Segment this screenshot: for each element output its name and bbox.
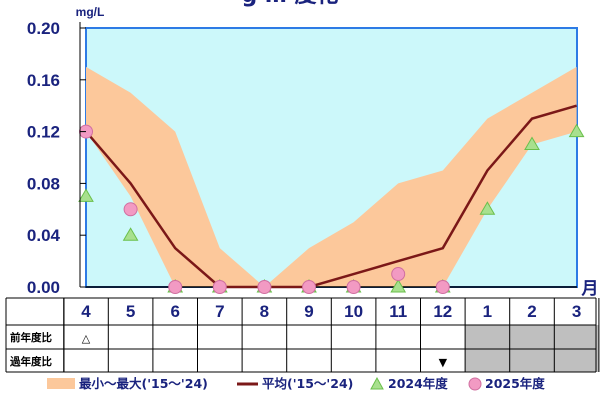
point-2024 xyxy=(122,227,139,241)
legend-2025-swatch xyxy=(468,377,482,391)
average-line xyxy=(85,104,577,289)
comparison-mark: ▼ xyxy=(439,356,448,369)
disabled-cell xyxy=(554,349,599,372)
x-tick-label: 3 xyxy=(572,302,581,321)
legend-band-swatch xyxy=(47,378,75,389)
disabled-cell xyxy=(465,349,510,372)
point-2024 xyxy=(524,136,540,151)
x-tick-label: 9 xyxy=(304,302,313,321)
comparison-row-label: 前年度比 xyxy=(10,331,52,344)
y-axis: 0.00 0.04 0.08 0.12 0.16 0.20 xyxy=(27,19,86,297)
legend-average-label: 平均('15～'24) xyxy=(262,376,353,391)
legend-band-label: 最小～最大('15～'24) xyxy=(79,376,208,391)
point-2025 xyxy=(168,280,183,294)
y-tick-label: 0.16 xyxy=(27,71,60,90)
range-band xyxy=(86,66,577,287)
legend-2024-swatch xyxy=(370,376,384,390)
x-axis-label: 月 xyxy=(581,279,599,298)
x-tick-label: 5 xyxy=(126,302,135,321)
x-tick-label: 7 xyxy=(215,302,224,321)
legend: 最小～最大('15～'24) 平均('15～'24) 2024年度 2025年度 xyxy=(47,376,545,391)
point-2025 xyxy=(435,280,450,294)
x-tick-label: 6 xyxy=(170,302,179,321)
x-tick-label: 1 xyxy=(483,302,492,321)
x-tick-label: 12 xyxy=(433,302,452,321)
point-2025 xyxy=(391,267,406,282)
point-2024 xyxy=(479,201,496,215)
point-2025 xyxy=(123,202,138,217)
point-2024 xyxy=(390,279,407,293)
y-tick-label: 0.12 xyxy=(27,123,60,142)
disabled-cell xyxy=(554,325,599,349)
plot-area xyxy=(78,27,585,294)
legend-2025-label: 2025年度 xyxy=(485,376,545,391)
chart-title-fragment: g … 度化 xyxy=(241,0,338,8)
x-tick-label: 10 xyxy=(344,302,363,321)
disabled-cell xyxy=(509,349,555,372)
point-2025 xyxy=(302,280,316,294)
y-tick-label: 0.20 xyxy=(27,19,60,38)
comparison-row-label: 過年度比 xyxy=(9,355,52,368)
comparison-table: △ 前年度比 ▼ 過年度比 xyxy=(5,297,600,373)
legend-2024-label: 2024年度 xyxy=(388,376,448,391)
y-tick-label: 0.00 xyxy=(27,278,60,297)
point-2024 xyxy=(568,123,585,138)
y-tick-label: 0.04 xyxy=(27,226,61,245)
point-2025 xyxy=(257,280,272,294)
point-2025 xyxy=(346,280,361,294)
comparison-mark: △ xyxy=(82,332,91,345)
y-tick-label: 0.08 xyxy=(27,174,60,193)
x-tick-label: 4 xyxy=(81,302,91,321)
x-tick-label: 8 xyxy=(260,302,269,321)
x-tick-label: 2 xyxy=(527,302,536,321)
point-2024 xyxy=(78,188,94,202)
point-2025 xyxy=(212,280,227,294)
x-tick-label: 11 xyxy=(389,302,407,321)
disabled-cell xyxy=(465,325,510,349)
y-unit-label: mg/L xyxy=(76,5,105,19)
disabled-cell xyxy=(509,325,555,349)
